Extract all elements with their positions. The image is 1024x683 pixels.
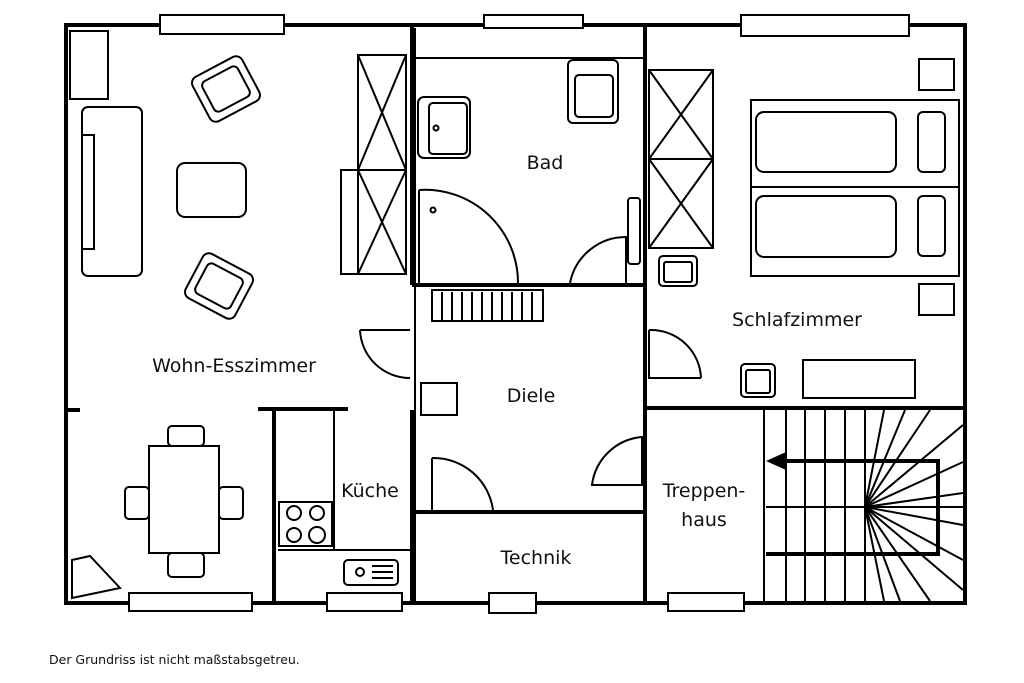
room-label-technik: Technik (500, 547, 572, 569)
room-label-bad: Bad (527, 152, 564, 174)
bedroom-furniture (648, 58, 960, 399)
doors (359, 188, 702, 511)
kitchen-fixtures (278, 501, 399, 586)
hall-fixtures (420, 289, 544, 416)
room-label-treppenhaus-line2: haus (681, 509, 727, 531)
footnote: Der Grundriss ist nicht maßstabsgetreu. (49, 652, 300, 667)
arrow-left-icon (766, 452, 786, 470)
room-label-treppenhaus-line1: Treppen- (662, 480, 746, 502)
room-label-schlafzimmer: Schlafzimmer (732, 309, 862, 331)
room-labels: Wohn-Esszimmer Bad Schlafzimmer Diele Kü… (152, 152, 862, 569)
room-label-kueche: Küche (341, 480, 399, 502)
room-label-diele: Diele (507, 385, 556, 407)
room-label-wohn-esszimmer: Wohn-Esszimmer (152, 355, 316, 377)
living-room-furniture (69, 30, 407, 600)
bathroom-fixtures (417, 59, 641, 265)
interior-walls (66, 25, 965, 603)
windows (128, 14, 910, 614)
staircase (766, 409, 965, 602)
